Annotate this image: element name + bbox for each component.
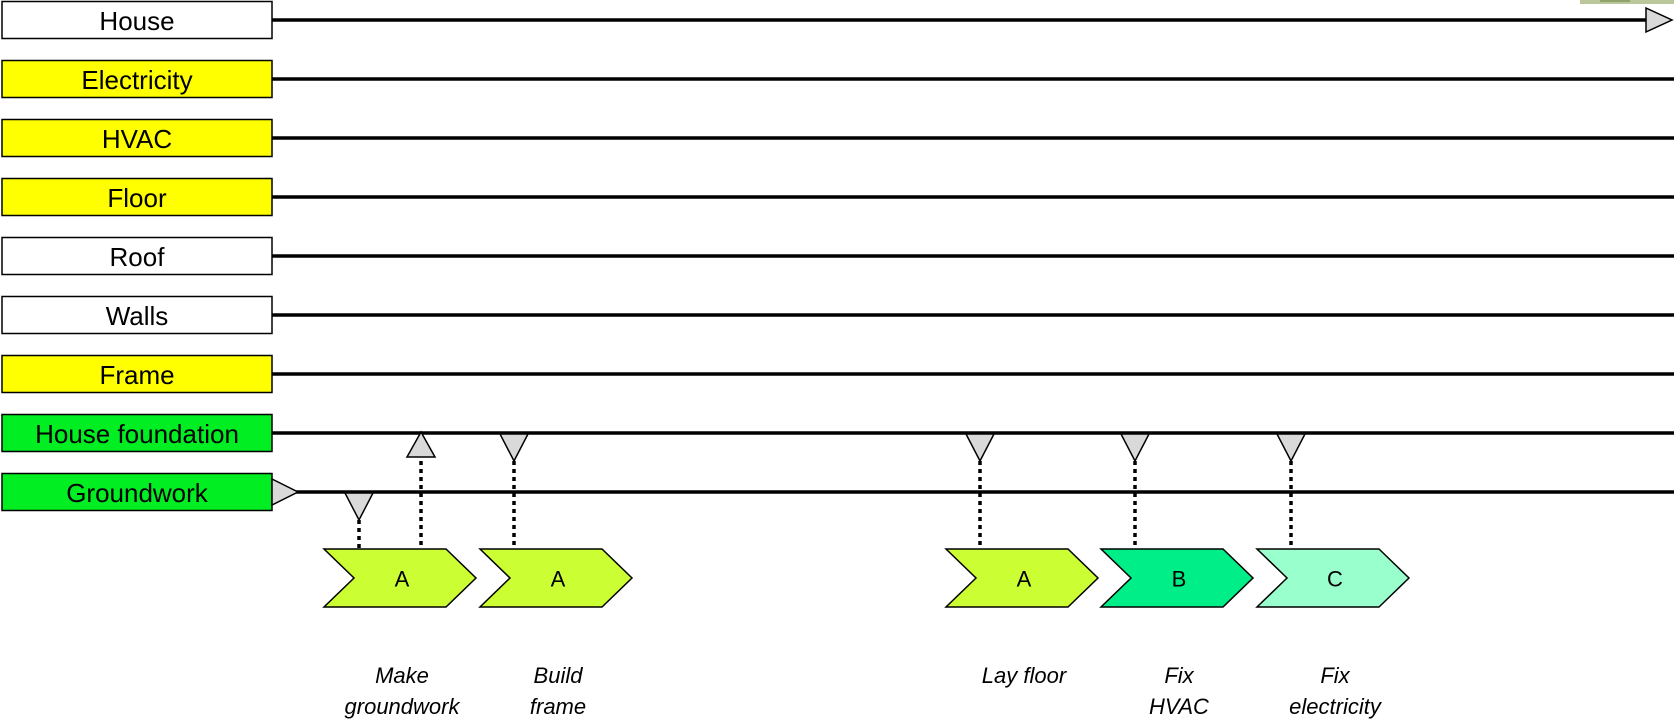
tasks: A Make groundwork A Build frame A Lay floor B Fix… bbox=[322, 548, 1411, 719]
task-caption-line: Fix bbox=[1164, 663, 1194, 688]
lane-label-box bbox=[1, 413, 273, 453]
task-chevron bbox=[322, 548, 478, 608]
task-letter: C bbox=[1327, 567, 1343, 592]
lane-house: House bbox=[1, 0, 1674, 40]
link-make-groundwork-groundwork bbox=[343, 492, 375, 549]
lane-groundwork: Groundwork bbox=[1, 472, 1674, 512]
task-letter: B bbox=[1172, 567, 1187, 592]
corner-image-fragment bbox=[1580, 0, 1674, 4]
link-lay-floor-house-foundation bbox=[964, 433, 996, 549]
task-chevron bbox=[1255, 548, 1411, 608]
lane-label: House bbox=[99, 6, 174, 36]
task-caption-line: Build bbox=[534, 663, 584, 688]
lane-label-box bbox=[1, 59, 273, 99]
task-caption-line: Make bbox=[375, 663, 429, 688]
lane-label-box bbox=[1, 177, 273, 217]
lane-label: Frame bbox=[99, 360, 174, 390]
lane-label-box bbox=[1, 236, 273, 276]
links bbox=[343, 430, 1307, 549]
lane-label-box bbox=[1, 295, 273, 335]
link-build-frame-house-foundation bbox=[498, 433, 530, 549]
lane-label: HVAC bbox=[102, 124, 172, 154]
lane-start-arrow bbox=[271, 477, 300, 507]
task-lay-floor: A Lay floor bbox=[944, 548, 1100, 688]
input-marker bbox=[1275, 433, 1307, 463]
lane-walls: Walls bbox=[1, 295, 1674, 335]
task-caption-line: HVAC bbox=[1149, 694, 1209, 719]
task-fix-electricity: C Fix electricity bbox=[1255, 548, 1411, 719]
link-fix-electricity-house-foundation bbox=[1275, 433, 1307, 549]
output-marker bbox=[405, 430, 437, 458]
lane-label: Walls bbox=[106, 301, 169, 331]
task-caption-line: frame bbox=[530, 694, 586, 719]
task-letter: A bbox=[395, 567, 410, 592]
lane-house-foundation: House foundation bbox=[1, 413, 1674, 453]
task-letter: A bbox=[1017, 567, 1032, 592]
input-marker bbox=[1119, 433, 1151, 463]
link-make-groundwork-house-foundation bbox=[405, 430, 437, 549]
lane-label-box bbox=[1, 118, 273, 158]
lane-floor: Floor bbox=[1, 177, 1674, 217]
task-caption-line: Lay floor bbox=[982, 663, 1068, 688]
lane-label-box bbox=[1, 354, 273, 394]
task-letter: A bbox=[551, 567, 566, 592]
link-fix-hvac-house-foundation bbox=[1119, 433, 1151, 549]
lane-label: Electricity bbox=[81, 65, 192, 95]
lane-frame: Frame bbox=[1, 354, 1674, 394]
task-chevron bbox=[944, 548, 1100, 608]
lane-label: Groundwork bbox=[66, 478, 209, 508]
task-build-frame: A Build frame bbox=[478, 548, 634, 719]
lane-label: Floor bbox=[107, 183, 167, 213]
task-caption-line: electricity bbox=[1289, 694, 1383, 719]
lane-label: House foundation bbox=[35, 419, 239, 449]
input-marker bbox=[498, 433, 530, 463]
lane-hvac: HVAC bbox=[1, 118, 1674, 158]
task-caption-line: groundwork bbox=[345, 694, 461, 719]
task-chevron bbox=[478, 548, 634, 608]
lane-label: Roof bbox=[110, 242, 166, 272]
lane-end-arrow bbox=[1645, 6, 1674, 34]
lane-electricity: Electricity bbox=[1, 59, 1674, 99]
task-make-groundwork: A Make groundwork bbox=[322, 548, 478, 719]
task-chevron bbox=[1099, 548, 1255, 608]
lane-roof: Roof bbox=[1, 236, 1674, 276]
input-marker bbox=[343, 492, 375, 522]
task-caption-line: Fix bbox=[1320, 663, 1350, 688]
lane-label-box bbox=[1, 0, 273, 40]
input-marker bbox=[964, 433, 996, 463]
